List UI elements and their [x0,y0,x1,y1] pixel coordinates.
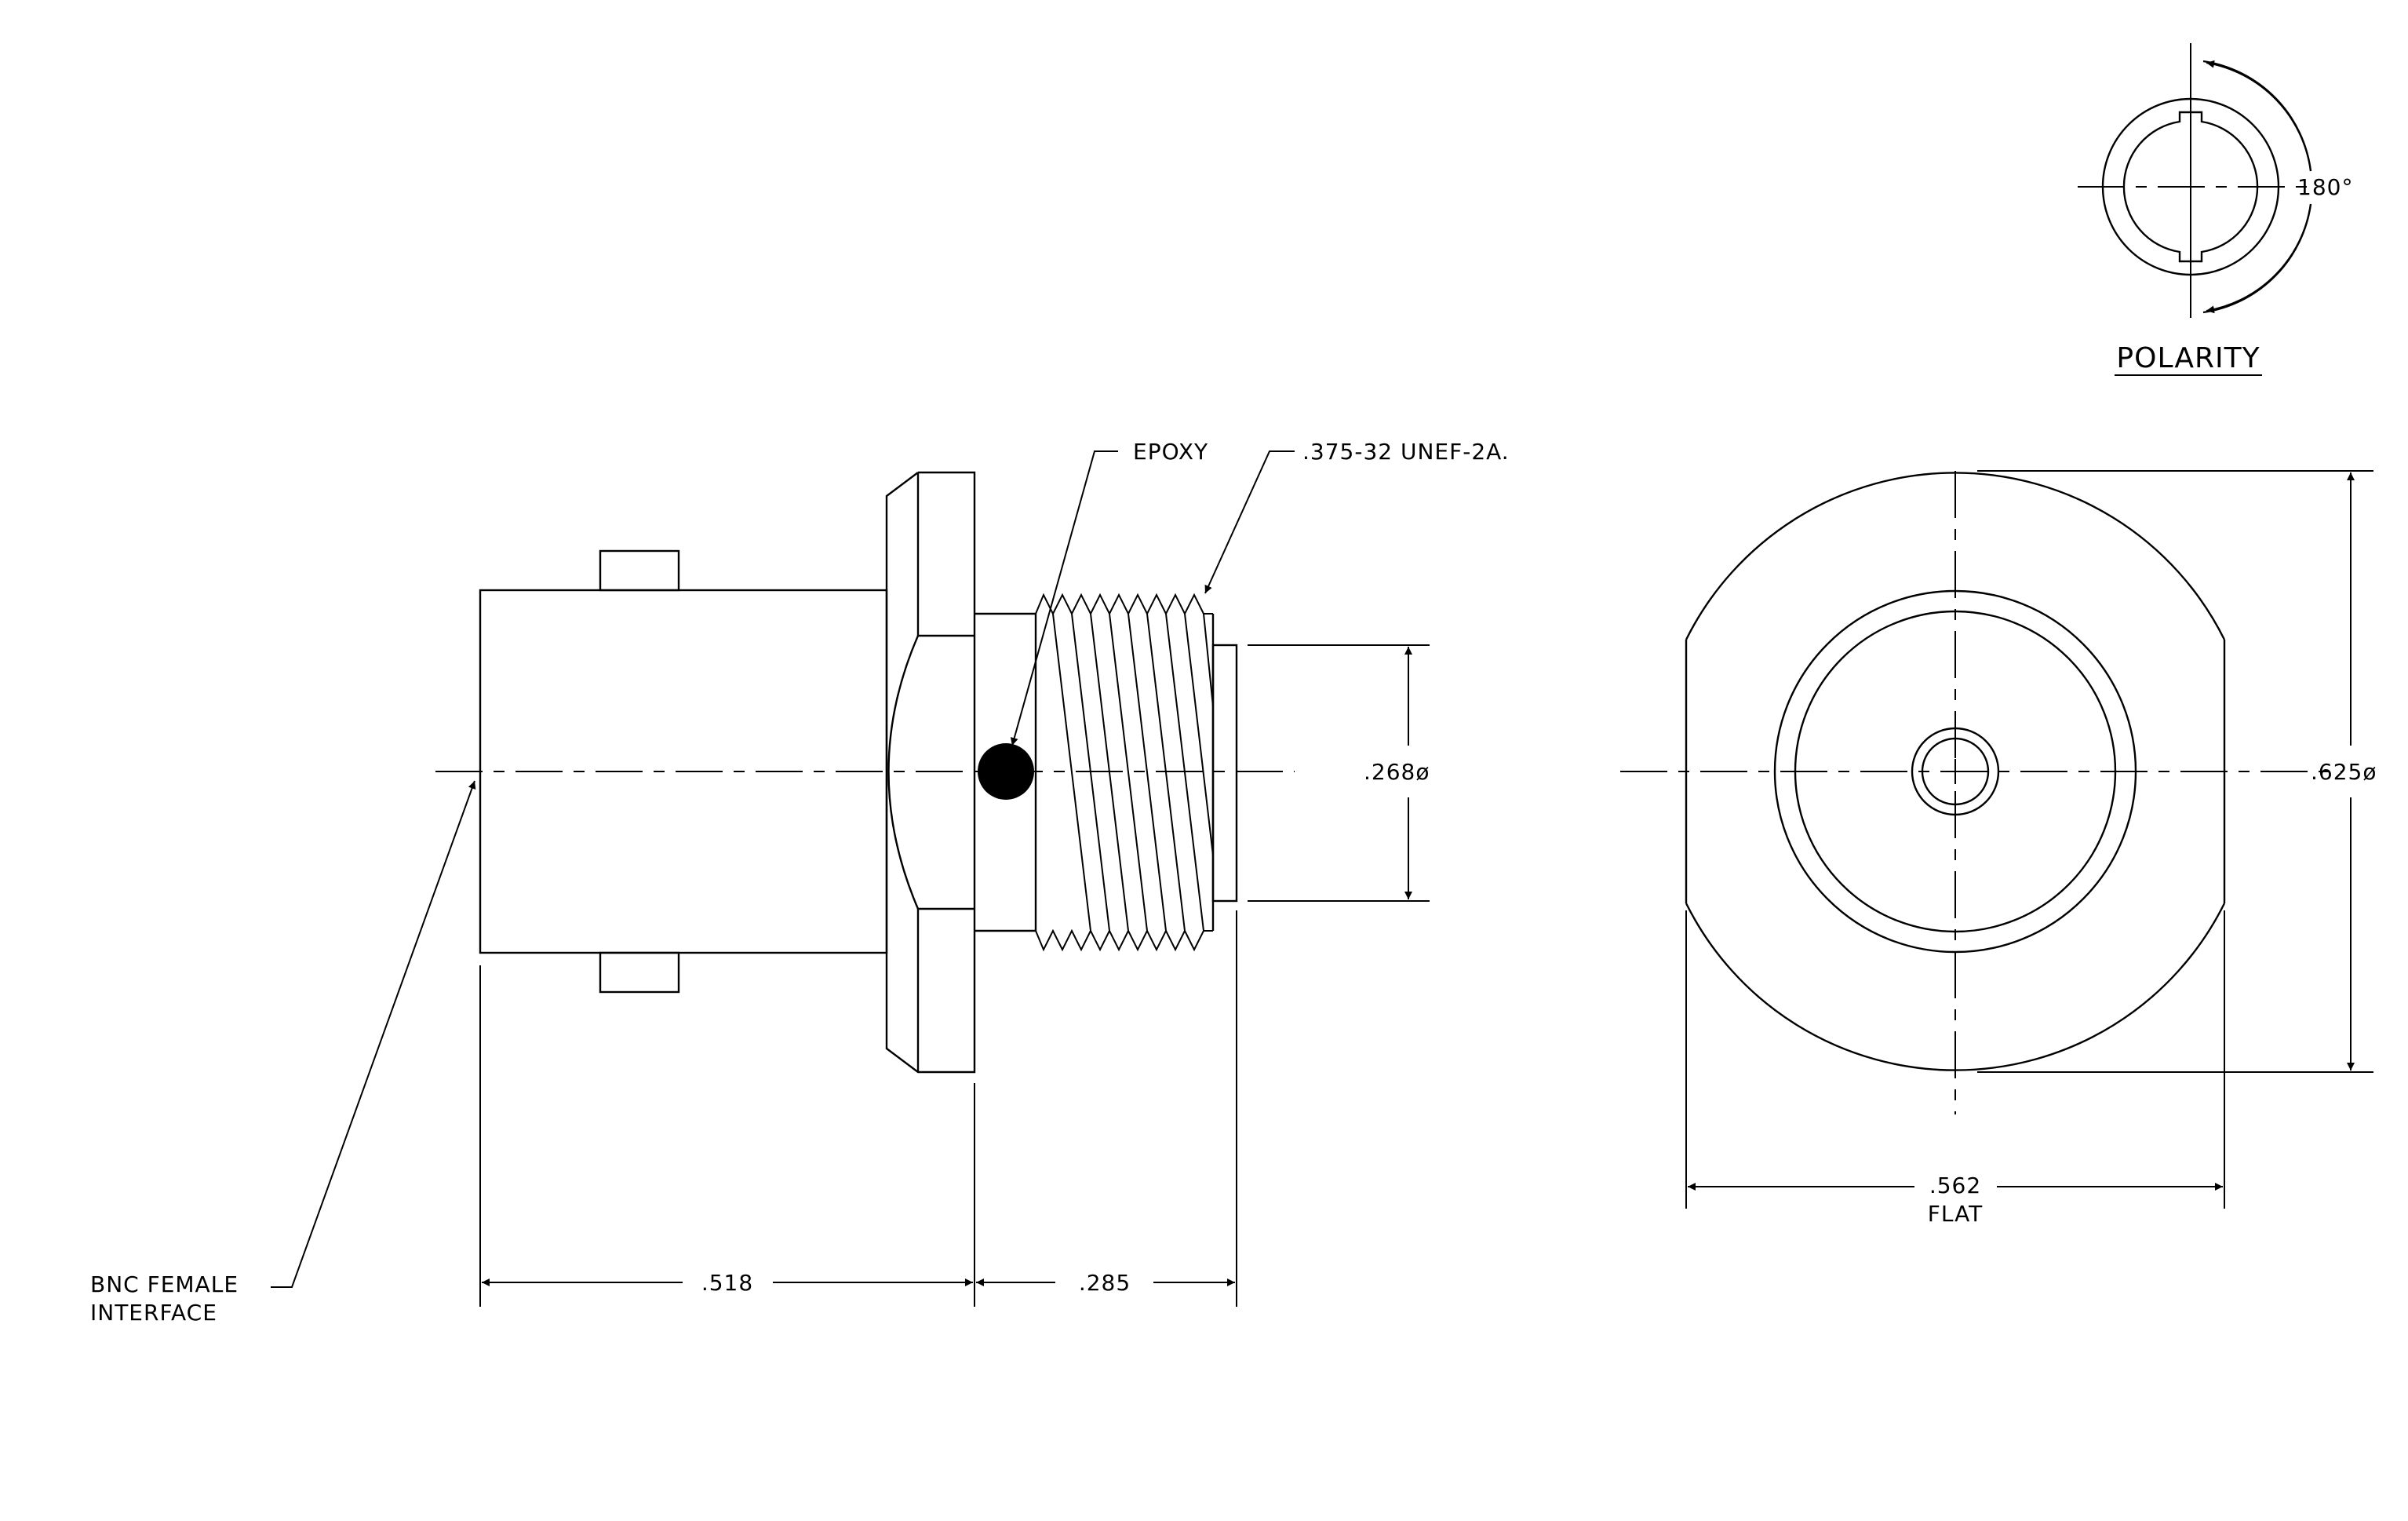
epoxy-dot [978,743,1034,800]
polarity-arrow-bottom [2206,203,2311,314]
dim-625 [1977,470,2373,1073]
polarity-arc-top [2202,60,2312,172]
label-angle: 180° [2297,174,2353,200]
label-dia-small: .268ø [1364,759,1430,785]
polarity-arrow-top [2206,60,2311,172]
epoxy-leader [1010,450,1118,746]
polarity-keyed-bore [2122,111,2259,263]
label-flat-word: FLAT [1928,1201,1983,1227]
label-polarity: POLARITY [2116,342,2260,374]
label-thread: .375-32 UNEF-2A. [1302,439,1510,465]
polarity-view [2078,43,2312,376]
label-epoxy: EPOXY [1133,439,1208,465]
label-flat-value: .562 [1929,1173,1981,1198]
dim-268 [1248,644,1430,902]
contact-inner [1921,737,1990,806]
outer-profile-arcs [1685,472,2226,1071]
label-bnc-line2: INTERFACE [90,1300,217,1326]
dim-562 [1685,910,2225,1209]
label-dim-285: .285 [1079,1270,1131,1296]
bayonet-lug-top [599,549,680,592]
label-dim-518: .518 [701,1270,753,1296]
ring-inner [1794,610,2117,933]
thread-leader [1204,450,1295,594]
front-view [1620,470,2373,1209]
ring-outer [1773,589,2137,954]
label-dia-large: .625ø [2311,759,2377,785]
hex-flange [885,471,976,1074]
bayonet-lug-bottom [599,951,680,994]
connector-tip [1211,644,1238,903]
bnc-leader [271,780,476,1288]
contact-outer [1911,727,2000,816]
polarity-arc-bottom [2202,203,2312,314]
polarity-outer-ring [2101,97,2280,276]
label-bnc-line1: BNC FEMALE [90,1271,239,1297]
side-view [271,450,1430,1307]
